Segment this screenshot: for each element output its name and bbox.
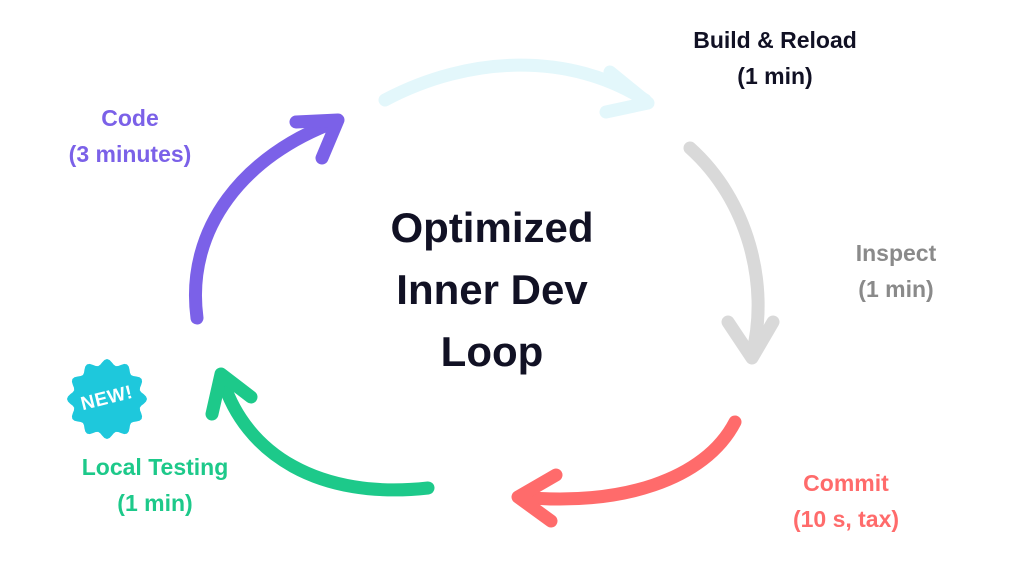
code-label: Code (3 minutes) (69, 100, 192, 172)
title-line-1: Optimized (390, 204, 594, 251)
inspect-label: Inspect (1 min) (856, 235, 937, 307)
title-line-2: Inner Dev (396, 266, 588, 313)
code-name: Code (101, 105, 159, 131)
center-title: Optimized Inner Dev Loop (390, 197, 593, 383)
local-testing-name: Local Testing (81, 454, 229, 480)
code-arrow (189, 113, 345, 325)
code-time: (3 minutes) (68, 141, 192, 167)
new-badge: NEW! (66, 358, 148, 440)
commit-label: Commit (10 s, tax) (793, 465, 899, 537)
build-reload-label: Build & Reload (1 min) (693, 22, 857, 94)
testing-arrow (205, 367, 435, 497)
build-reload-name: Build & Reload (693, 27, 857, 53)
commit-time: (10 s, tax) (792, 506, 900, 532)
commit-name: Commit (803, 470, 889, 496)
build-arrow (378, 58, 655, 119)
local-testing-time: (1 min) (117, 490, 193, 516)
badge-burst-icon (67, 359, 147, 439)
inspect-arrow (683, 141, 780, 365)
inspect-time: (1 min) (858, 276, 934, 302)
build-reload-time: (1 min) (737, 63, 813, 89)
local-testing-label: Local Testing (1 min) (82, 449, 229, 521)
title-line-3: Loop (440, 328, 544, 375)
inspect-name: Inspect (855, 240, 937, 266)
commit-arrow (511, 415, 742, 528)
